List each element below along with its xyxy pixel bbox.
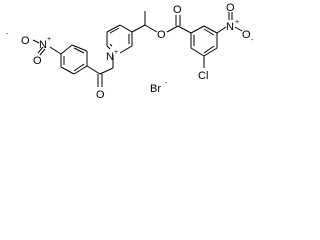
atom-label: N [226,21,234,33]
bond [86,65,101,75]
bond [73,65,88,75]
chemical-structure: - O N + O O N + O O N + O O - Cl Br - [0,0,267,122]
bond [32,39,40,44]
bond [190,25,205,34]
atom-label: O [33,55,42,67]
atom-label: O [173,4,182,16]
bonds [32,11,243,87]
atom-label: O [226,2,235,14]
bond [119,45,133,54]
atom-charge: + [47,36,51,43]
bond [131,24,146,33]
atom-charge: - [6,31,9,38]
bond-double-inner [73,63,85,72]
bond-double-inner [73,47,85,54]
atom-label: N [39,39,47,51]
bond [39,48,46,56]
bond [49,46,62,55]
atom-label: O [96,89,105,101]
bond [203,47,218,57]
atom-label: O [242,29,251,41]
bond [71,44,88,52]
bond [203,25,218,34]
bond-double-inner [203,28,215,36]
atom-label: N [106,51,114,63]
bond [99,67,114,75]
bond [37,46,44,54]
atom-label: O [157,29,166,41]
bond [234,26,243,32]
bond [177,25,192,34]
bond [190,47,205,57]
atom-label: O [21,35,30,47]
bond [106,45,111,50]
atom-charge: - [165,80,168,87]
bond [119,24,133,33]
bond [166,25,179,33]
bond [216,26,227,34]
atom-charge: - [251,37,254,44]
bond [60,44,73,55]
structure-svg: - O N + O O N + O O N + O O - Cl Br - [6,2,254,101]
atom-charge: + [235,19,239,26]
bond-double-inner [203,45,215,54]
bond-double-inner [109,43,113,47]
counterion-label: Br [150,83,161,95]
bond-double-inner [109,27,120,34]
atom-charge: + [114,49,118,56]
bond [60,66,75,75]
bond [144,24,158,33]
bond [106,24,121,33]
atom-label: Cl [198,70,208,82]
